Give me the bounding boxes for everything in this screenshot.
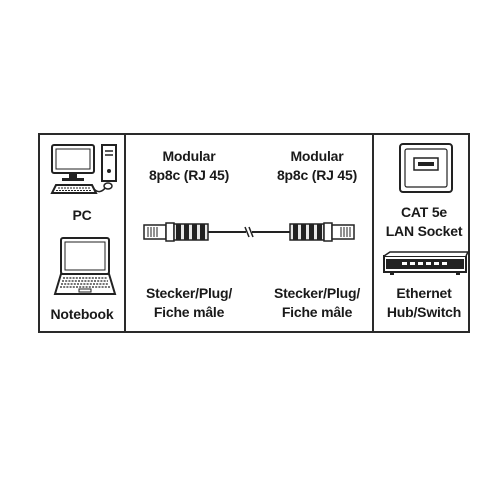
switch-label-line1: Ethernet [396, 285, 452, 301]
right-connector-type-line2: Fiche mâle [281, 304, 353, 320]
left-connector-type-line1: Stecker/Plug/ [145, 285, 233, 301]
diagram-frame [38, 133, 470, 333]
notebook-icon [53, 237, 117, 295]
right-connector-title-line1: Modular [290, 148, 344, 164]
left-connector-title-line1: Modular [162, 148, 216, 164]
socket-label-line2: LAN Socket [385, 223, 463, 239]
desktop-pc-icon [50, 144, 117, 194]
rj45-plug-icon [143, 222, 355, 242]
lan-socket-icon [399, 143, 453, 193]
switch-icon [383, 251, 470, 275]
right-connector-title-line2: 8p8c (RJ 45) [276, 167, 358, 183]
right-connector-type-line1: Stecker/Plug/ [273, 285, 361, 301]
pc-label: PC [72, 207, 92, 223]
socket-label-line1: CAT 5e [401, 204, 447, 220]
left-connector-title-line2: 8p8c (RJ 45) [148, 167, 230, 183]
switch-label-line2: Hub/Switch [386, 304, 462, 320]
right-divider [372, 135, 374, 331]
notebook-label: Notebook [50, 306, 114, 322]
left-divider [124, 135, 126, 331]
left-connector-type-line2: Fiche mâle [153, 304, 225, 320]
